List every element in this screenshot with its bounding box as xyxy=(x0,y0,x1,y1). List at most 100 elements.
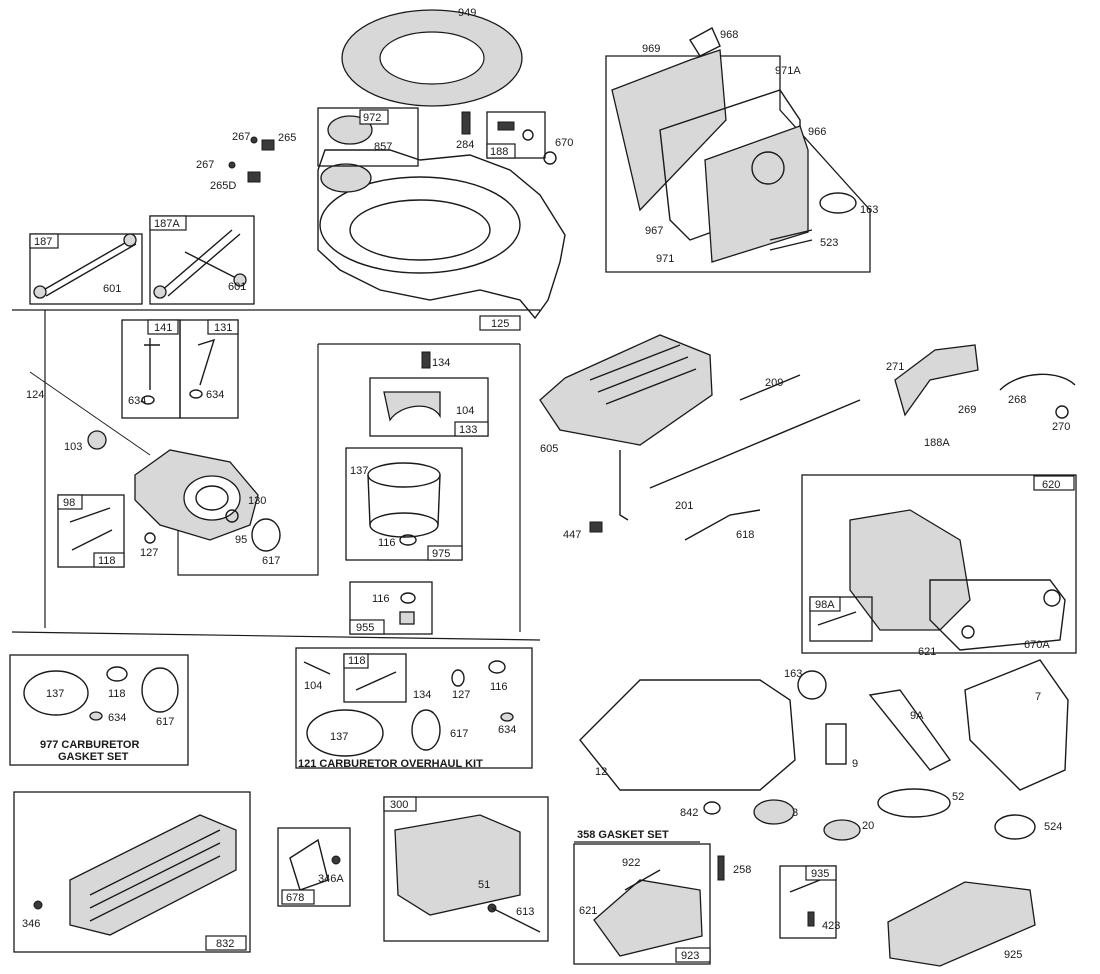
part-label-618: 618 xyxy=(736,529,754,541)
part-label-269: 269 xyxy=(958,404,976,416)
tabs-265-art xyxy=(228,136,275,183)
screw-284-art xyxy=(461,111,471,135)
part-label-922: 922 xyxy=(622,857,640,869)
tag-972-bg xyxy=(359,109,389,125)
box-678 xyxy=(277,827,351,907)
part-label-267: 267 xyxy=(232,131,250,143)
part-label-617: 617 xyxy=(262,555,280,567)
carburetor-section-frame xyxy=(11,309,541,641)
air-cleaner-group xyxy=(605,27,871,273)
part-label-3: 3 xyxy=(792,807,798,819)
part-label-620: 620 xyxy=(1042,479,1060,491)
part-label-133: 133 xyxy=(459,424,477,436)
part-label-188: 188 xyxy=(490,146,508,158)
part-label-601-left: 601 xyxy=(103,283,121,295)
part-label-12: 12 xyxy=(595,766,607,778)
part-label-127-121: 127 xyxy=(452,689,470,701)
box-620 xyxy=(801,474,1077,654)
part-label-972: 972 xyxy=(363,112,381,124)
box-977-gasket-set xyxy=(9,654,189,766)
part-label-621-358: 621 xyxy=(579,905,597,917)
part-label-125: 125 xyxy=(491,318,509,330)
part-label-971a: 971A xyxy=(775,65,801,77)
box-187a xyxy=(149,215,255,305)
carburetor-body-art xyxy=(29,371,281,552)
box-188 xyxy=(486,111,546,159)
part-label-187: 187 xyxy=(34,236,52,248)
part-label-137-977: 137 xyxy=(46,688,64,700)
overhaul-kit-121-caption: 121 CARBURETOR OVERHAUL KIT xyxy=(298,758,483,770)
part-label-670a: 670A xyxy=(1024,639,1050,651)
box-131 xyxy=(179,319,239,419)
part-label-613: 613 xyxy=(516,906,534,918)
part-label-423: 423 xyxy=(822,920,840,932)
part-label-52: 52 xyxy=(952,791,964,803)
part-label-967: 967 xyxy=(645,225,663,237)
box-121-overhaul-kit xyxy=(295,647,533,769)
part-label-857: 857 xyxy=(374,141,392,153)
screw-258-art xyxy=(717,855,725,881)
part-label-137: 137 xyxy=(350,465,368,477)
part-label-270: 270 xyxy=(1052,421,1070,433)
box-98 xyxy=(57,494,125,568)
part-label-923: 923 xyxy=(681,950,699,962)
box-955 xyxy=(349,581,433,635)
part-label-601-right: 601 xyxy=(228,281,246,293)
blower-housing-art xyxy=(317,149,566,320)
part-label-118: 118 xyxy=(98,555,116,567)
part-label-969: 969 xyxy=(642,43,660,55)
part-label-621: 621 xyxy=(918,646,936,658)
part-label-605: 605 xyxy=(540,443,558,455)
part-label-966: 966 xyxy=(808,126,826,138)
part-label-104-121: 104 xyxy=(304,680,322,692)
box-98a xyxy=(809,596,873,642)
part-label-51: 51 xyxy=(478,879,490,891)
box-923 xyxy=(573,843,711,965)
pulley-670-art xyxy=(543,151,557,165)
deflector-925-art xyxy=(887,881,1036,967)
part-label-116-121: 116 xyxy=(490,681,508,693)
part-label-968: 968 xyxy=(720,29,738,41)
part-label-141: 141 xyxy=(154,322,172,334)
part-label-201: 201 xyxy=(675,500,693,512)
part-label-116-955: 116 xyxy=(372,593,390,605)
part-label-98: 98 xyxy=(63,497,75,509)
part-label-925: 925 xyxy=(1004,949,1022,961)
part-label-971: 971 xyxy=(656,253,674,265)
part-label-134: 134 xyxy=(432,357,450,369)
part-label-118-121: 118 xyxy=(348,655,366,667)
part-label-187a: 187A xyxy=(154,218,180,230)
part-label-617-121: 617 xyxy=(450,728,468,740)
part-label-163: 163 xyxy=(860,204,878,216)
part-label-523: 523 xyxy=(820,237,838,249)
part-label-9a: 9A xyxy=(910,710,924,722)
part-label-935: 935 xyxy=(811,868,829,880)
part-label-134-121: 134 xyxy=(413,689,431,701)
tag-125-bg xyxy=(479,315,521,331)
box-300 xyxy=(383,796,549,942)
part-label-163-gasket: 163 xyxy=(784,668,802,680)
part-number-labels: 949 972 857 284 188 670 267 265 267 265D… xyxy=(22,7,1070,962)
blower-housing-group xyxy=(317,9,566,320)
part-label-949: 949 xyxy=(458,7,476,19)
tag-188-bg xyxy=(486,143,516,159)
gasket-set-977-caption-line2: GASKET SET xyxy=(58,751,129,763)
part-label-634-121: 634 xyxy=(498,724,516,736)
part-label-346a: 346A xyxy=(318,873,344,885)
part-label-271: 271 xyxy=(886,361,904,373)
part-label-265d: 265D xyxy=(210,180,236,192)
part-label-634-left: 634 xyxy=(128,395,146,407)
part-label-955: 955 xyxy=(356,622,374,634)
part-label-300: 300 xyxy=(390,799,408,811)
part-label-634-right: 634 xyxy=(206,389,224,401)
part-label-7: 7 xyxy=(1035,691,1041,703)
box-975 xyxy=(345,447,463,561)
part-label-137-121: 137 xyxy=(330,731,348,743)
part-label-130: 130 xyxy=(248,495,266,507)
part-label-842: 842 xyxy=(680,807,698,819)
part-label-95: 95 xyxy=(235,534,247,546)
part-label-188a: 188A xyxy=(924,437,950,449)
part-label-209: 209 xyxy=(765,377,783,389)
